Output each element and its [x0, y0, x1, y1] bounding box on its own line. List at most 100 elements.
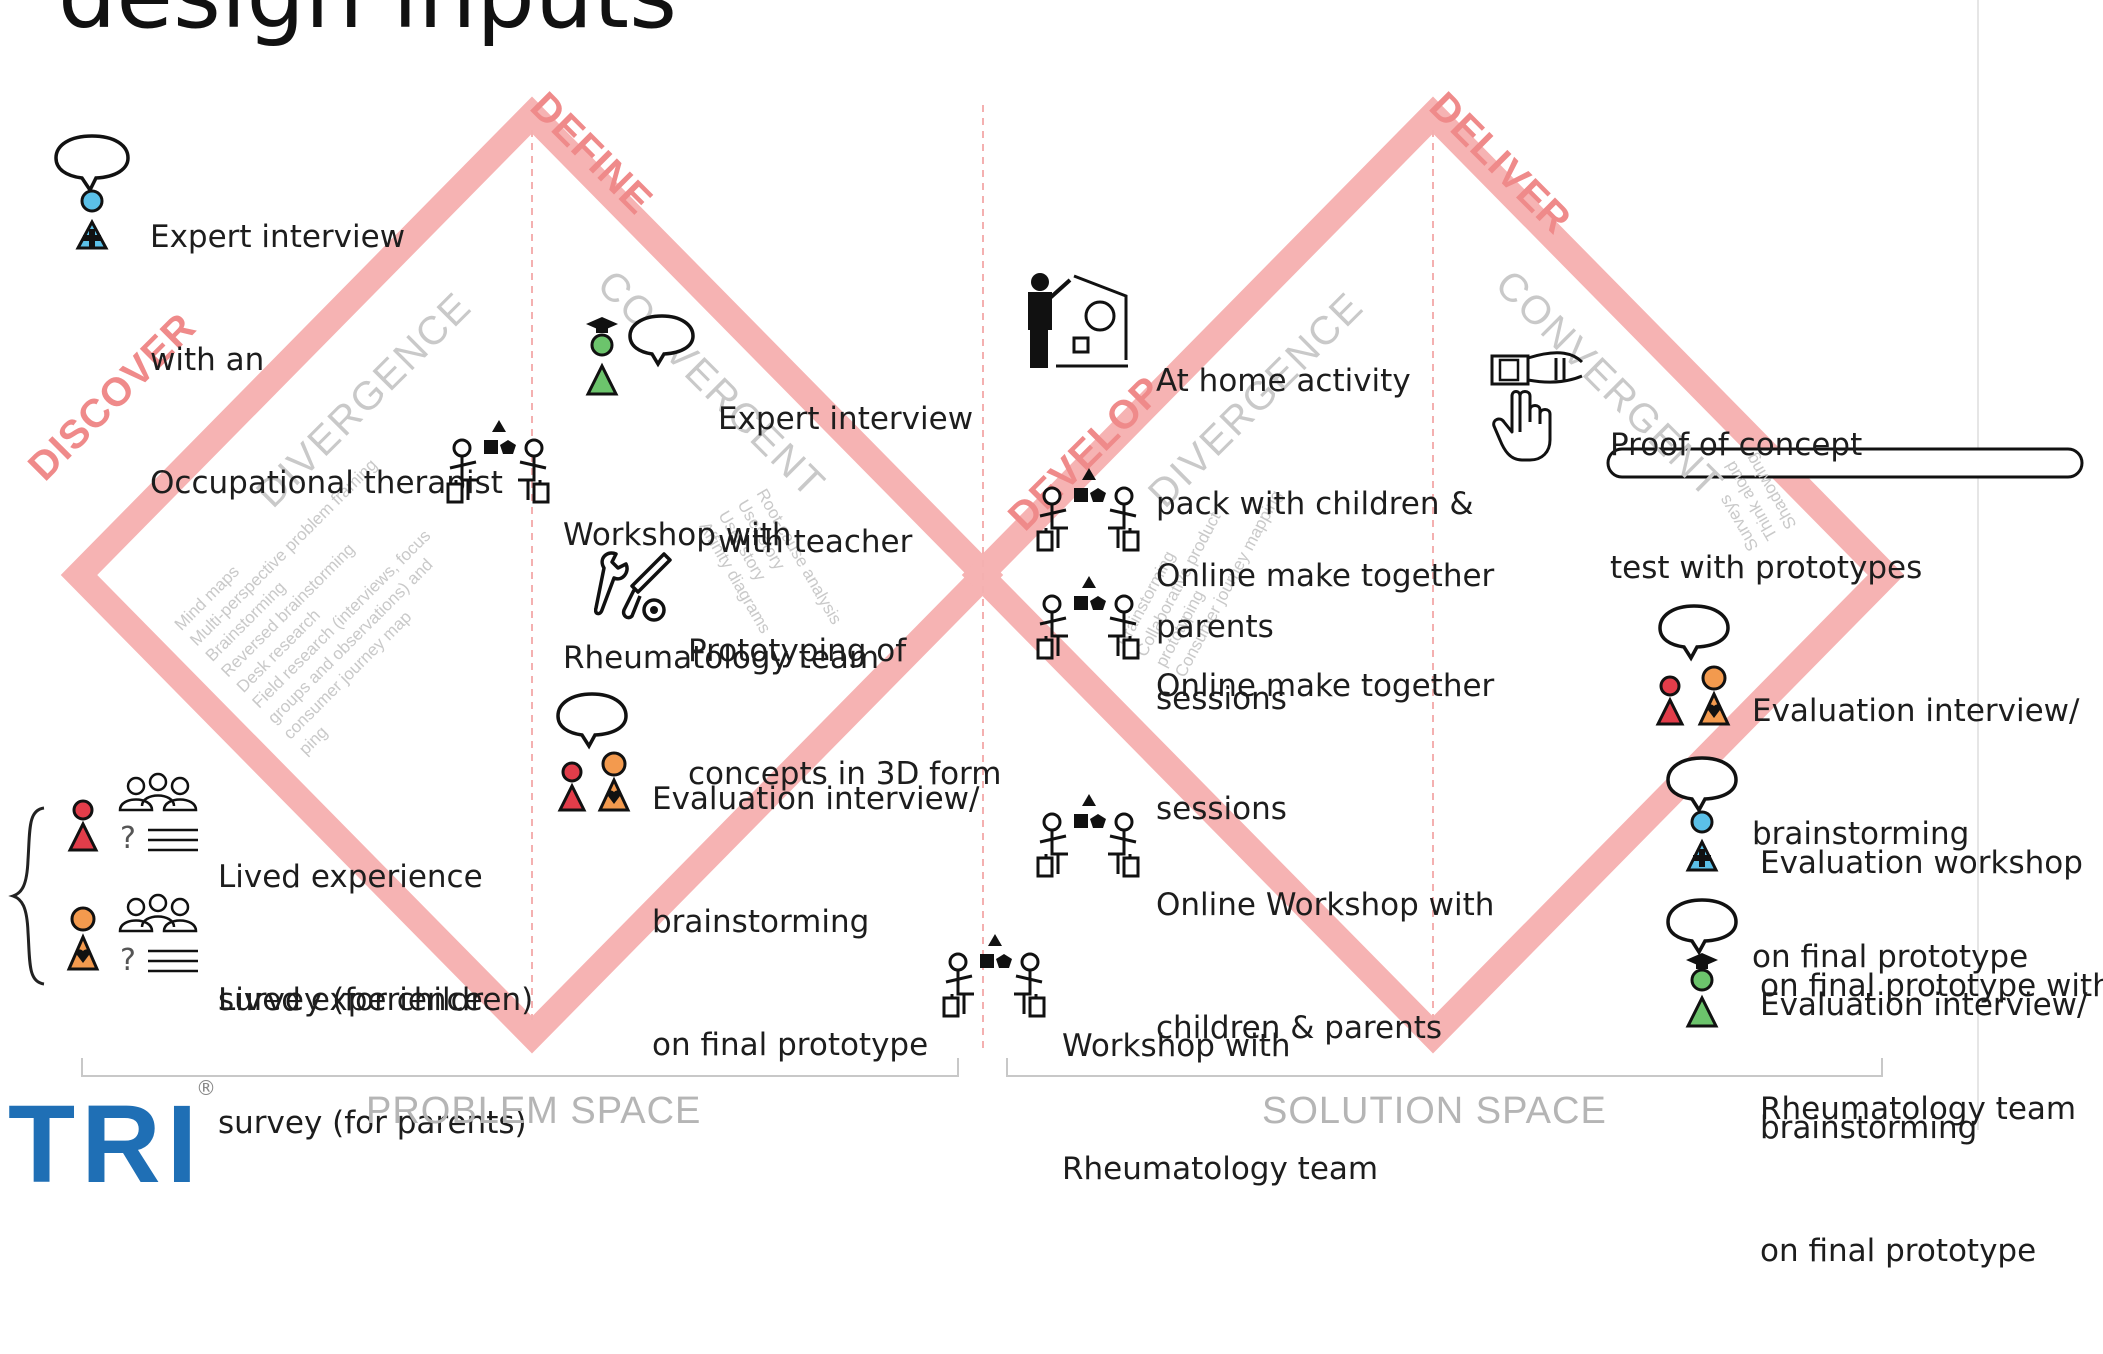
activity-line: survey (for children) — [218, 982, 534, 1018]
survey-curly-brace — [8, 806, 45, 986]
touch-device-icon — [1490, 351, 1584, 462]
workshop-icon — [446, 420, 550, 504]
graduation-cap-icon — [586, 317, 618, 331]
person-head-icon — [80, 189, 104, 213]
speech-bubble-icon — [556, 692, 628, 750]
activity-line: Rheumatology team — [1760, 1091, 2077, 1127]
person-body-icon — [557, 782, 587, 812]
activity-line: Evaluation workshop — [1760, 845, 2083, 881]
medical-cross-icon — [83, 229, 101, 247]
tools-icon — [594, 551, 672, 622]
activity-line: Online make together — [1156, 668, 1495, 704]
activity-online-workshop: Online Workshop with children & parents — [1156, 803, 1494, 1131]
activity-online-make-2: Online make together sessions — [1156, 584, 1494, 912]
activity-line: Lived experience — [218, 982, 483, 1018]
home-activity-icon — [1028, 273, 1128, 368]
activity-workshop-rheum-1: Workshop with Rheumatology team — [563, 433, 879, 761]
person-head-icon — [1020, 952, 1040, 972]
online-make-icon — [1036, 468, 1140, 552]
activity-line: with an — [150, 342, 265, 378]
activity-line: sessions — [1156, 791, 1287, 827]
group-icon — [118, 893, 198, 933]
activity-line: test with prototypes — [1610, 550, 1923, 586]
person-body-icon — [1039, 830, 1068, 874]
person-head-icon — [1690, 968, 1714, 992]
person-body-icon — [1685, 994, 1719, 1028]
shapes-icon — [1082, 576, 1096, 588]
activity-eval-workshop: Evaluation workshop on final prototype w… — [1760, 761, 2103, 1212]
person-head-icon — [1042, 594, 1062, 614]
activity-online-make-1: Online make together sessions — [1156, 474, 1494, 802]
activity-line: Workshop with — [1062, 1028, 1291, 1064]
person-head-icon — [590, 333, 614, 357]
survey-marker: ? — [120, 821, 136, 856]
graduation-cap-icon — [1686, 953, 1718, 967]
online-workshop-icon — [1036, 794, 1140, 878]
tri-logo: TRI — [8, 1083, 204, 1206]
activity-line: with teacher — [718, 524, 913, 560]
activity-line: pack with children & — [1156, 486, 1474, 522]
shapes-icon — [1082, 794, 1096, 806]
activity-line: Lived experience — [218, 859, 483, 895]
person-head-icon — [1031, 273, 1049, 291]
tapping-hand-icon — [1492, 390, 1552, 462]
activity-expert-teacher: Expert interview with teacher — [718, 317, 973, 645]
activity-line: Prototyping of — [688, 633, 907, 669]
activity-expert-ot: Expert interview with an Occupational th… — [150, 135, 503, 586]
speech-bubble-icon — [54, 134, 130, 194]
person-head-icon — [1042, 812, 1062, 832]
activity-line: Proof of concept — [1610, 427, 1863, 463]
evaluation-interview-icon — [1655, 604, 1731, 726]
problem-space-label: PROBLEM SPACE — [366, 1090, 702, 1132]
activity-line: children & parents — [1156, 1010, 1443, 1046]
activity-line: Occupational therapist — [150, 465, 503, 501]
activity-line: concepts in 3D form — [688, 756, 1002, 792]
survey-marker: ? — [120, 943, 136, 978]
person-head-icon — [72, 799, 94, 821]
online-make-icon — [1036, 576, 1140, 660]
survey-children-icon — [67, 772, 198, 852]
person-head-icon — [1114, 812, 1134, 832]
activity-line: Evaluation interview/ — [1760, 987, 2088, 1023]
activity-line: Expert interview — [150, 219, 406, 255]
activity-prototyping-3d: Prototyping of concepts in 3D form — [688, 549, 1001, 877]
medical-cross-icon — [1693, 849, 1711, 867]
person-body-icon — [67, 820, 99, 852]
person-body-icon — [1108, 612, 1137, 656]
discover-define-diamond — [60, 96, 1004, 1054]
person-head-icon — [1701, 665, 1727, 691]
person-head-icon — [70, 906, 96, 932]
survey-parents-icon — [66, 893, 198, 973]
page-heading: design inputs — [58, 0, 677, 42]
person-body-icon — [945, 970, 974, 1014]
activity-line: Evaluation interview/ — [652, 781, 980, 817]
problem-space-bracket — [81, 1058, 959, 1077]
activity-line: Evaluation interview/ — [1752, 693, 2080, 729]
develop-deliver-diamond — [961, 96, 1905, 1054]
activity-line: parents — [1156, 609, 1274, 645]
speech-bubble-icon — [1658, 604, 1730, 662]
person-head-icon — [561, 761, 583, 783]
person-body-icon — [1108, 504, 1137, 548]
person-head-icon — [948, 952, 968, 972]
speech-bubble-icon — [1666, 756, 1738, 814]
activity-line: Rheumatology team — [563, 640, 880, 676]
solution-space-label: SOLUTION SPACE — [1262, 1090, 1607, 1132]
activity-eval-interview-deliver: Evaluation interview/ brainstorming on f… — [1752, 609, 2079, 1060]
heart-icon — [76, 949, 90, 963]
workshop-icon — [942, 934, 1046, 1018]
person-head-icon — [452, 438, 472, 458]
speech-bubble-icon — [1666, 898, 1738, 956]
shapes-icon — [1082, 468, 1096, 480]
activity-line: Expert interview — [718, 401, 974, 437]
person-body-icon — [518, 456, 547, 500]
person-body-icon — [1655, 696, 1685, 726]
person-body-icon — [1039, 504, 1068, 548]
heart-icon — [1707, 704, 1721, 718]
activity-line: Workshop with — [563, 517, 792, 553]
person-body-icon — [585, 362, 619, 396]
double-diamond-diagram: design inputs DISCOVER DEFINE DEVELOP DE… — [8, 0, 2103, 1269]
activity-proof-concept: Proof of concept test with prototypes — [1610, 343, 1922, 671]
activity-survey-parents: Lived experience survey (for parents) — [218, 898, 527, 1226]
evaluation-workshop-icon — [1666, 756, 1738, 872]
